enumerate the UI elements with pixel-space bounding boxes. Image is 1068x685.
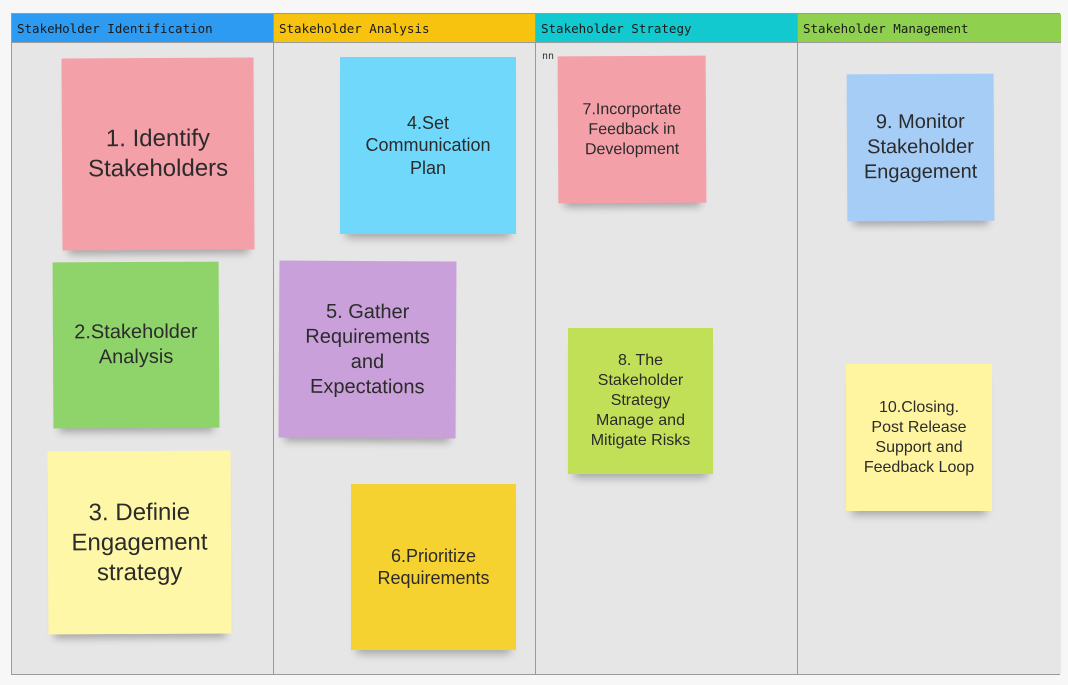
column-header-strategy[interactable]: Stakeholder Strategy: [536, 14, 797, 43]
sticky-note-engagement-strategy[interactable]: 3. Definie Engagement strategy: [47, 450, 232, 635]
sticky-note-gather-requirements[interactable]: 5. Gather Requirements and Expectations: [278, 260, 457, 439]
sticky-note-communication-plan[interactable]: 4.Set Communication Plan: [340, 57, 516, 234]
strategy-note-text[interactable]: nn: [542, 51, 555, 62]
column-header-management[interactable]: Stakeholder Management: [798, 14, 1061, 43]
sticky-note-text: 3. Definie Engagement strategy: [71, 498, 208, 586]
sticky-note-text: 6.Prioritize Requirements: [377, 545, 490, 589]
column-header-analysis[interactable]: Stakeholder Analysis: [274, 14, 535, 43]
sticky-note-monitor-engagement[interactable]: 9. Monitor Stakeholder Engagement: [846, 73, 995, 222]
sticky-note-text: 1. Identify Stakeholders: [87, 124, 229, 183]
sticky-note-stakeholder-analysis[interactable]: 2.Stakeholder Analysis: [52, 261, 220, 429]
sticky-note-text: 7.Incorportate Feedback in Development: [582, 100, 682, 158]
sticky-note-prioritize-requirements[interactable]: 6.Prioritize Requirements: [351, 484, 516, 650]
sticky-note-identify-stakeholders[interactable]: 1. Identify Stakeholders: [61, 57, 255, 251]
sticky-note-closing[interactable]: 10.Closing. Post Release Support and Fee…: [846, 364, 992, 511]
sticky-note-text: 9. Monitor Stakeholder Engagement: [863, 110, 978, 184]
sticky-note-text: 5. Gather Requirements and Expectations: [305, 300, 430, 398]
sticky-note-manage-risks[interactable]: 8. The Stakeholder Strategy Manage and M…: [568, 328, 713, 474]
column-header-identification[interactable]: StakeHolder Identification: [12, 14, 273, 43]
sticky-note-text: 4.Set Communication Plan: [365, 112, 491, 178]
sticky-note-text: 2.Stakeholder Analysis: [74, 320, 198, 369]
sticky-note-text: 8. The Stakeholder Strategy Manage and M…: [590, 352, 691, 449]
sticky-note-incorporate-feedback[interactable]: 7.Incorportate Feedback in Development: [557, 55, 707, 204]
sticky-note-text: 10.Closing. Post Release Support and Fee…: [863, 398, 975, 476]
